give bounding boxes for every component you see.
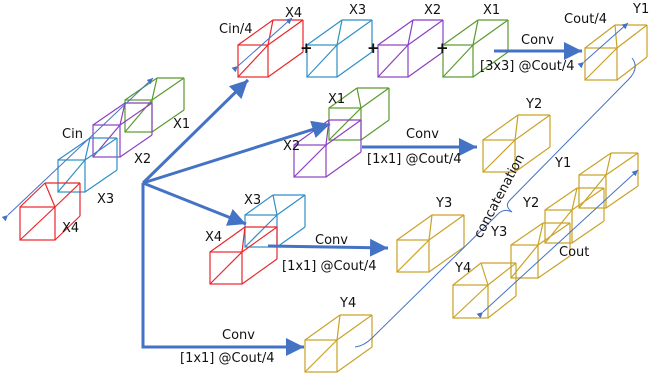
branch3-x3-label: X3 — [244, 193, 261, 208]
branch1-x3-label: X3 — [349, 3, 366, 18]
cout4-label: Cout/4 — [564, 12, 607, 27]
branch2-y2-label: Y2 — [525, 97, 542, 112]
branch1-x4-label: X4 — [285, 6, 302, 21]
branch3-kernel-label: [1x1] @Cout/4 — [282, 259, 377, 274]
cout-label: Cout — [559, 245, 589, 260]
plus-sign-2: + — [367, 39, 380, 57]
output-y1-label: Y1 — [554, 156, 571, 171]
cin-label: Cin — [62, 127, 83, 142]
cin-dimension-line — [1, 77, 154, 222]
output-y4-label: Y4 — [454, 261, 471, 276]
split-arrow-branch1 — [141, 78, 250, 185]
output-y3-label: Y3 — [490, 225, 507, 240]
input-x2-label: X2 — [134, 152, 151, 167]
branch4-kernel-label: [1x1] @Cout/4 — [180, 351, 275, 366]
branch1-conv-label: Conv — [521, 33, 554, 48]
cin4-dimension-line — [231, 17, 293, 73]
branch2-conv-label: Conv — [406, 127, 439, 142]
branch2-x1-label: X1 — [328, 92, 345, 107]
split-arrow-branch4 — [141, 183, 304, 356]
conv-arrow-branch3 — [267, 238, 389, 257]
branch3-y3-label: Y3 — [435, 196, 452, 211]
branch1-y1-label: Y1 — [632, 2, 649, 17]
split-arrow-branch3 — [142, 181, 247, 226]
branch4-y4-output-cube — [304, 314, 373, 373]
branch1-x2-cube — [377, 19, 444, 78]
branch3-conv-label: Conv — [315, 233, 348, 248]
concatenation-bracket — [354, 57, 636, 348]
plus-sign-3: + — [436, 39, 449, 57]
branch1-x3-cube — [306, 19, 373, 78]
branch1-kernel-label: [3x3] @Cout/4 — [480, 59, 575, 74]
branch4-y4-label: Y4 — [339, 296, 356, 311]
split-arrow-branch2 — [142, 120, 331, 185]
branch3-y3-output-cube — [396, 214, 465, 273]
branch1-x1-cube — [442, 19, 509, 78]
input-x1-label: X1 — [173, 117, 190, 132]
branch2-kernel-label: [1x1] @Cout/4 — [367, 152, 462, 167]
branch1-x1-label: X1 — [483, 3, 500, 18]
cout4-dimension-line — [577, 22, 629, 69]
branch1-x2-label: X2 — [424, 3, 441, 18]
plus-sign-1: + — [300, 39, 313, 57]
branch2-y2-output-cube — [482, 114, 551, 173]
branch3-x4-label: X4 — [205, 230, 222, 245]
branch4-conv-label: Conv — [222, 328, 255, 343]
input-x3-label: X3 — [97, 192, 114, 207]
branch3-x4-cube — [209, 226, 278, 285]
cin4-label: Cin/4 — [219, 22, 253, 37]
output-y2-label: Y2 — [522, 196, 539, 211]
cout-dimension-line — [476, 169, 639, 319]
branch2-x2-label: X2 — [283, 139, 300, 154]
input-x4-label: X4 — [62, 221, 79, 236]
